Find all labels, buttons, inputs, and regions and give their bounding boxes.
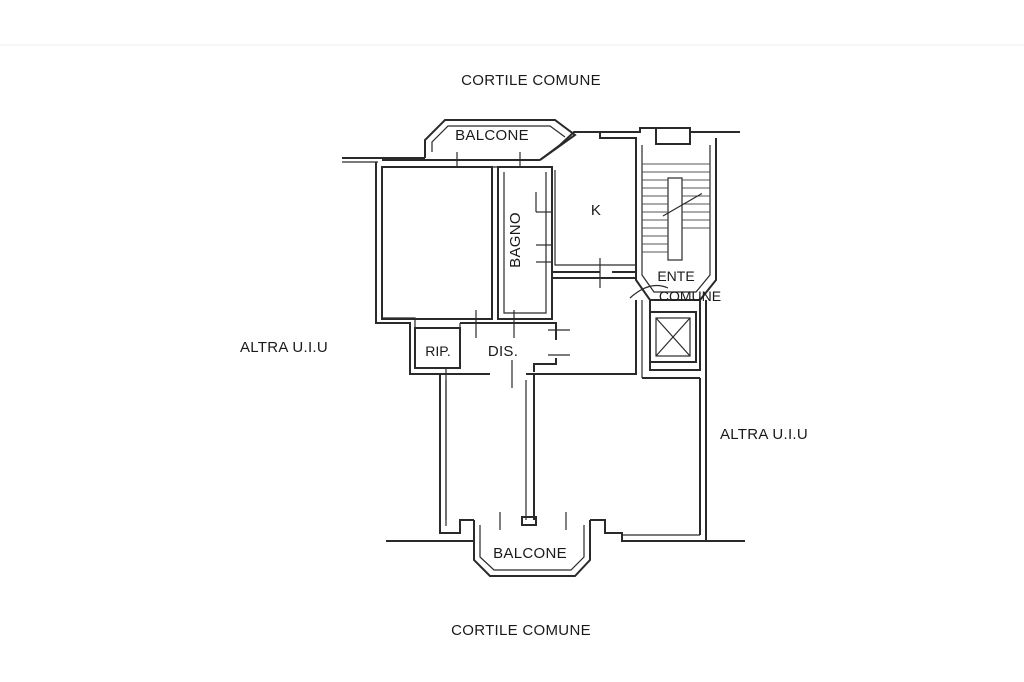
other-unit-left-label: ALTRA U.I.U — [240, 339, 328, 356]
kitchen-label: K — [591, 202, 601, 219]
stair-owner-label-line2: COMUNE — [659, 288, 721, 304]
courtyard-bottom-label: CORTILE COMUNE — [451, 622, 591, 639]
balcony-bottom — [473, 512, 591, 577]
balcony-top-label: BALCONE — [455, 127, 529, 144]
interior-walls — [381, 131, 700, 520]
other-unit-right-label: ALTRA U.I.U — [720, 426, 808, 443]
stair-owner-label-line1: ENTE — [657, 268, 694, 284]
hallway-label: DIS. — [488, 343, 518, 360]
common-staircase — [629, 138, 717, 371]
balcony-bottom-label: BALCONE — [493, 545, 567, 562]
outer-walls — [342, 127, 745, 542]
storage-label: RIP. — [425, 343, 450, 359]
courtyard-top-label: CORTILE COMUNE — [461, 72, 601, 89]
bathroom-label: BAGNO — [507, 212, 524, 268]
